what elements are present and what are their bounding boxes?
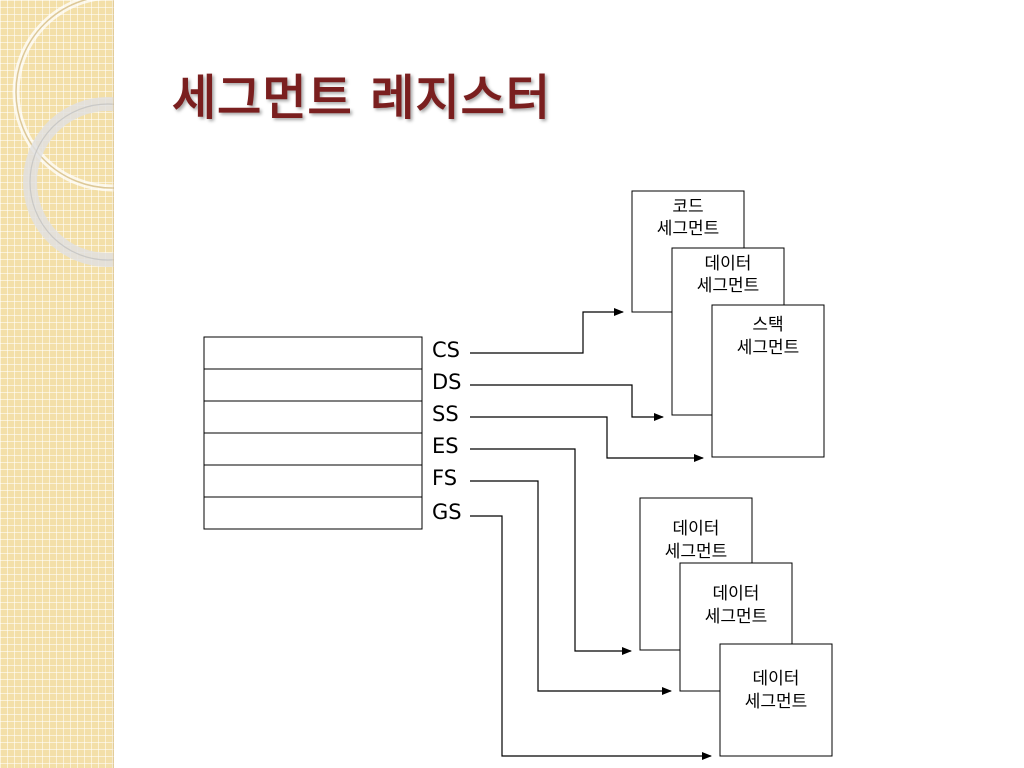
upper-segment-stack: 코드 세그먼트 데이터 세그먼트 스택 세그먼트: [631, 190, 825, 458]
arrow-ss-to-stack: [470, 416, 704, 462]
segment-label-data-1-line2: 세그먼트: [697, 276, 760, 296]
segment-label-data-4-line2: 세그먼트: [745, 692, 808, 712]
slide-title: 세그먼트 레지스터: [172, 70, 551, 126]
register-arrows: [470, 308, 712, 760]
register-cell-fs: [203, 464, 423, 498]
register-label-cs: CS: [432, 338, 460, 362]
lower-segment-stack: 데이터 세그먼트 데이터 세그먼트 데이터 세그먼트: [639, 497, 833, 757]
decor-ring-small-outline: [29, 103, 114, 261]
segment-label-data-2-line1: 데이터: [673, 519, 720, 539]
register-cell-ds: [203, 368, 423, 402]
segment-label-stack-line2: 세그먼트: [737, 338, 800, 358]
register-label-gs: GS: [432, 500, 462, 524]
arrow-ds-to-data: [470, 384, 664, 421]
segment-label-data-2-line2: 세그먼트: [665, 542, 728, 562]
segment-label-data-3-line2: 세그먼트: [705, 607, 768, 627]
register-cell-cs: [203, 336, 423, 370]
segment-label-stack-line1: 스택: [752, 315, 783, 335]
decorative-sidebar: [0, 0, 114, 768]
register-label-fs: FS: [432, 466, 457, 490]
arrow-es-to-data: [470, 448, 632, 655]
register-cell-ss: [203, 400, 423, 434]
arrow-cs-to-code: [470, 308, 624, 354]
segment-label-code-line2: 세그먼트: [657, 219, 720, 239]
segment-label-data-1-line1: 데이터: [705, 254, 752, 274]
segment-label-data-3-line1: 데이터: [713, 584, 760, 604]
register-cell-es: [203, 432, 423, 466]
segment-box-data-4: [719, 643, 833, 757]
register-label-es: ES: [432, 434, 459, 458]
arrow-gs-to-data: [470, 515, 712, 760]
arrow-fs-to-data: [470, 480, 672, 695]
segment-label-code-line1: 코드: [672, 197, 703, 217]
segment-box-stack: [711, 304, 825, 458]
register-label-ds: DS: [432, 370, 462, 394]
register-labels: CS DS SS ES FS GS: [432, 338, 462, 524]
register-cell-gs: [203, 496, 423, 530]
register-label-ss: SS: [432, 402, 459, 426]
register-table: [203, 336, 423, 530]
segment-label-data-4-line1: 데이터: [753, 669, 800, 689]
